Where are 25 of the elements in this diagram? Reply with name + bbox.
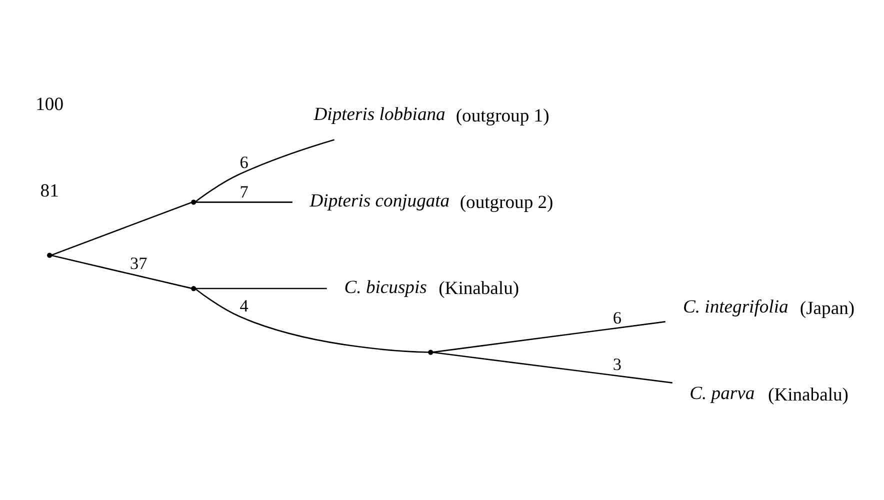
connector	[196, 202, 292, 203]
label: 81	[40, 180, 59, 202]
label: 100	[36, 94, 64, 116]
node-point	[191, 286, 196, 292]
edge-label: 6	[240, 153, 248, 172]
node-text: C. integrifolia (Japan)	[682, 296, 855, 320]
edge-label: 37	[130, 254, 148, 274]
connector	[432, 352, 672, 384]
edge-label: 3	[612, 355, 622, 374]
node-text: C. parva (Kinabalu)	[690, 383, 848, 406]
node-text: Dipteris conjugata (outgroup 2)	[310, 190, 554, 213]
edge-label: 4	[240, 296, 248, 316]
node-point	[428, 350, 434, 355]
connector	[52, 254, 192, 289]
node-text: Dipteris lobbiana (outgroup 1)	[314, 104, 550, 126]
connector	[52, 202, 192, 256]
connector	[195, 139, 334, 202]
node-point	[47, 252, 52, 258]
connector	[432, 321, 666, 353]
node-point	[191, 200, 196, 205]
edge-label: 6	[612, 308, 622, 328]
edge-label: 7	[240, 182, 248, 202]
connector	[196, 288, 327, 290]
connector	[195, 288, 429, 353]
node-text: C. bicuspis (Kinabalu)	[344, 276, 520, 300]
